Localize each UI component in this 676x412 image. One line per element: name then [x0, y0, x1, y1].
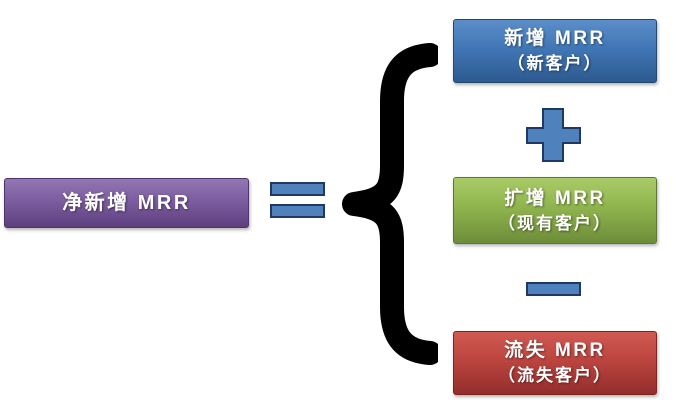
equals-icon	[270, 182, 325, 218]
curly-brace-icon	[342, 43, 438, 365]
churned-mrr-sublabel: （流失客户）	[498, 366, 612, 385]
plus-icon	[526, 108, 581, 162]
minus-icon	[526, 282, 581, 296]
net-new-mrr-box: 净新增 MRR	[4, 178, 249, 228]
churned-mrr-label: 流失 MRR	[504, 340, 606, 361]
equals-bottom-bar	[270, 204, 325, 218]
new-mrr-sublabel: （新客户）	[507, 54, 603, 73]
new-mrr-label: 新增 MRR	[504, 28, 606, 49]
expansion-mrr-box: 扩增 MRR （现有客户）	[453, 177, 657, 244]
churned-mrr-box: 流失 MRR （流失客户）	[453, 331, 657, 395]
equals-top-bar	[270, 182, 325, 196]
new-mrr-box: 新增 MRR （新客户）	[453, 19, 657, 83]
net-new-mrr-label: 净新增 MRR	[62, 192, 191, 214]
expansion-mrr-label: 扩增 MRR	[504, 187, 606, 209]
expansion-mrr-sublabel: （现有客户）	[498, 213, 612, 233]
